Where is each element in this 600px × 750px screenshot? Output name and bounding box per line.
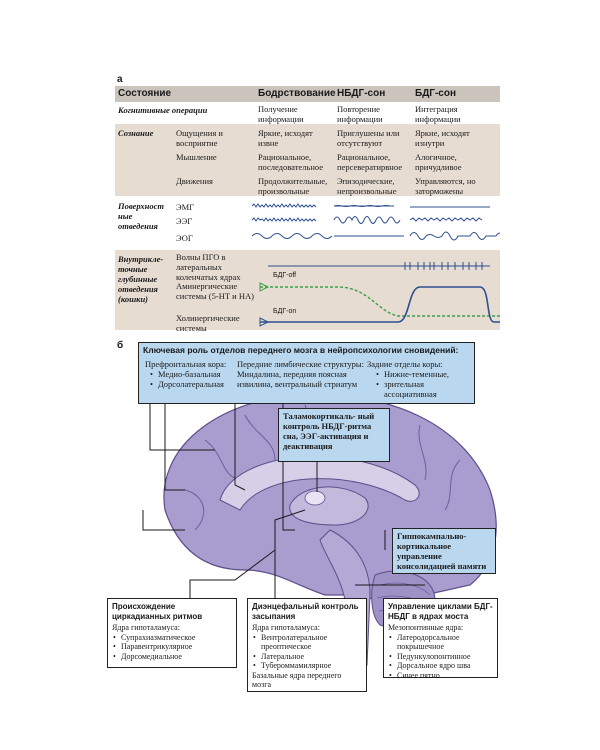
- header-awake: Бодрствование: [258, 88, 336, 99]
- deep-recordings-band: [115, 250, 500, 330]
- limbic-text: Миндалина, передняя поясная извилина, ве…: [237, 369, 358, 389]
- pons-list: Латеродорсальное покрышечное Педункулопо…: [388, 633, 493, 681]
- diencephalic-footer: Базальные ядра переднего мозга: [252, 670, 342, 690]
- emg-trace: [251, 203, 490, 208]
- cholinergic-trace: [260, 286, 500, 323]
- list-item: Латеральное: [253, 652, 362, 662]
- cell-movement-rem: Управляются, но заторможены: [415, 176, 476, 196]
- cell-movement-awake: Продолжительные, произвольные: [258, 176, 328, 196]
- pgo-trace: [268, 262, 490, 270]
- row-label-cognitive: Когнитивные операции: [118, 105, 208, 115]
- list-item: Синее пятно: [389, 671, 493, 681]
- list-item: Латеродорсальное покрышечное: [389, 633, 493, 652]
- forebrain-box: Ключевая роль отделов переднего мозга в …: [138, 342, 475, 404]
- pons-subtitle: Мезопонтинные ядра:: [388, 623, 464, 632]
- cell-perception-awake: Яркие, исходят извне: [258, 128, 313, 148]
- prefrontal-list: Медио-базальная Дорсолатеральная: [149, 369, 224, 389]
- trace-label-emg: ЭМГ: [176, 202, 195, 212]
- eog-trace: [251, 231, 500, 241]
- limbic-title: Передние лимбические структуры:: [237, 359, 364, 369]
- cell-cognitive-awake: Получение информации: [258, 104, 304, 124]
- cell-perception-nrem: Приглушены или отсутствуют: [337, 128, 400, 148]
- list-item: Паравентрикулярное: [113, 642, 232, 652]
- cell-thinking-awake: Рациональное, последовательное: [258, 152, 323, 172]
- row-label-deep: Внутрикле- точные глубинные отведения (к…: [118, 254, 164, 304]
- posterior-list: Нижне-теменные, зрительная ассоциативная: [375, 369, 474, 399]
- consciousness-band: [115, 124, 500, 196]
- diencephalic-box: Диэнцефальный контроль засыпания Ядра ги…: [247, 598, 367, 692]
- list-item: Педункулопонтинное: [389, 652, 493, 662]
- eeg-trace: [251, 216, 483, 224]
- list-item: Нижне-теменные,: [376, 369, 474, 379]
- row-label-surface: Поверхност ные отведения: [118, 201, 165, 231]
- list-item: Медио-базальная: [150, 369, 224, 379]
- rem-on-label: БДГ-on: [273, 308, 297, 315]
- aspect-movement: Движения: [176, 176, 213, 186]
- table-header-band: [115, 86, 500, 102]
- aminergic-trace: [260, 286, 500, 317]
- list-item: Тубероммамилярное: [253, 661, 362, 671]
- pons-title: Управление циклами БДГ-НБДГ в ядрах мост…: [388, 602, 493, 621]
- cholinergic-label: Холинергические системы: [176, 313, 240, 333]
- cell-thinking-rem: Алогичное, причудливое: [415, 152, 462, 172]
- header-nrem: НБДГ-сон: [337, 88, 386, 99]
- diencephalic-title: Диэнцефальный контроль засыпания: [252, 602, 359, 621]
- list-item: зрительная ассоциативная: [376, 379, 474, 399]
- cell-cognitive-nrem: Повторение информации: [337, 104, 383, 124]
- cell-cognitive-rem: Интеграция информации: [415, 104, 461, 124]
- panel-b-label: б: [117, 340, 124, 351]
- rem-off-label: БДГ-off: [273, 272, 297, 279]
- list-item: Дорсальное ядро шва: [389, 661, 493, 671]
- forebrain-title: Ключевая роль отделов переднего мозга в …: [143, 345, 459, 355]
- list-item: Супрахиазматическое: [113, 633, 232, 643]
- diencephalic-subtitle: Ядра гипоталамуса:: [252, 623, 320, 632]
- posterior-title: Задние отделы коры:: [367, 359, 443, 369]
- hippocampal-box: Гиппокампально- кортикальное управление …: [392, 528, 496, 574]
- header-state: Состояние: [118, 88, 172, 99]
- panel-a-label: а: [117, 74, 123, 85]
- circadian-subtitle: Ядра гипоталамуса:: [112, 623, 180, 632]
- cell-perception-rem: Яркие, исходят изнутри: [415, 128, 470, 148]
- diencephalic-list: Вентролатеральное преоптическое Латераль…: [252, 633, 362, 671]
- thalamocortical-box: Таламокортикаль- ный контроль НБДГ-ритма…: [278, 408, 390, 462]
- circadian-box: Происхождение циркадианных ритмов Ядра г…: [107, 598, 237, 668]
- trace-label-eog: ЭОГ: [176, 233, 193, 243]
- prefrontal-title: Префронтальная кора:: [145, 359, 227, 369]
- circadian-title: Происхождение циркадианных ритмов: [112, 602, 203, 621]
- aspect-perception: Ощущения и восприятие: [176, 128, 223, 148]
- cell-movement-nrem: Эпизодические, непроизвольные: [337, 176, 397, 196]
- circadian-list: Супрахиазматическое Паравентрикулярное Д…: [112, 633, 232, 662]
- list-item: Вентролатеральное преоптическое: [253, 633, 362, 652]
- row-label-consciousness: Сознание: [118, 128, 154, 138]
- aspect-thinking: Мышление: [176, 152, 217, 162]
- deep-traces: [259, 262, 500, 327]
- header-rem: БДГ-сон: [415, 88, 457, 99]
- list-item: Дорсолатеральная: [150, 379, 224, 389]
- pons-box: Управление циклами БДГ-НБДГ в ядрах мост…: [383, 598, 498, 681]
- surface-traces: [251, 203, 500, 241]
- trace-label-eeg: ЭЭГ: [176, 216, 193, 226]
- list-item: Дорсомедиальное: [113, 652, 232, 662]
- aminergic-label: Аминергические системы (5-НТ и НА): [176, 281, 254, 301]
- pgo-label: Волны ПГО в латеральных коленчатых ядрах: [176, 252, 241, 282]
- cell-thinking-nrem: Рациональное, персевератирвное: [337, 152, 402, 172]
